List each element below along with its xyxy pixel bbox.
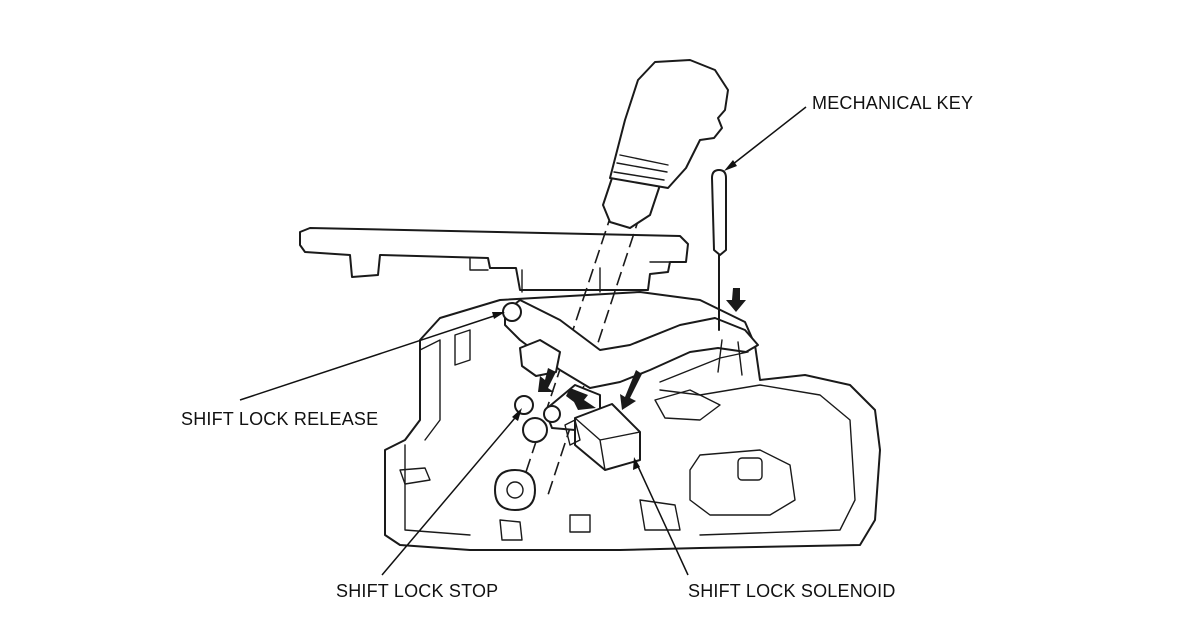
motion-arrows (538, 288, 746, 410)
lever-down-arrow (620, 370, 642, 410)
leader-mechanical-key (727, 106, 807, 169)
mechanical-key-label: MECHANICAL KEY (812, 93, 974, 113)
release-lever (502, 299, 759, 389)
key-down-arrow (726, 288, 746, 312)
leader-shift-lock-release (239, 313, 501, 401)
console-plate (299, 227, 689, 293)
shifter-housing (384, 291, 881, 551)
leader-lines (239, 106, 807, 576)
shift-lock-solenoid-label: SHIFT LOCK SOLENOID (688, 581, 896, 601)
leader-shift-lock-solenoid-head (633, 457, 640, 470)
leader-shift-lock-solenoid (635, 461, 689, 576)
shift-lever (519, 59, 729, 496)
leader-mechanical-key-head (724, 160, 737, 171)
solenoid-body (564, 403, 641, 471)
mechanical-key (711, 169, 727, 331)
stop-arrow-1 (538, 368, 556, 392)
stop-arrow-2 (566, 388, 596, 410)
leader-shift-lock-release-head (492, 312, 505, 319)
leader-shift-lock-stop-head (512, 408, 522, 421)
shift-lock-stop-label: SHIFT LOCK STOP (336, 581, 499, 601)
shift-lock-release-label: SHIFT LOCK RELEASE (181, 409, 379, 429)
leader-shift-lock-stop (381, 411, 521, 576)
